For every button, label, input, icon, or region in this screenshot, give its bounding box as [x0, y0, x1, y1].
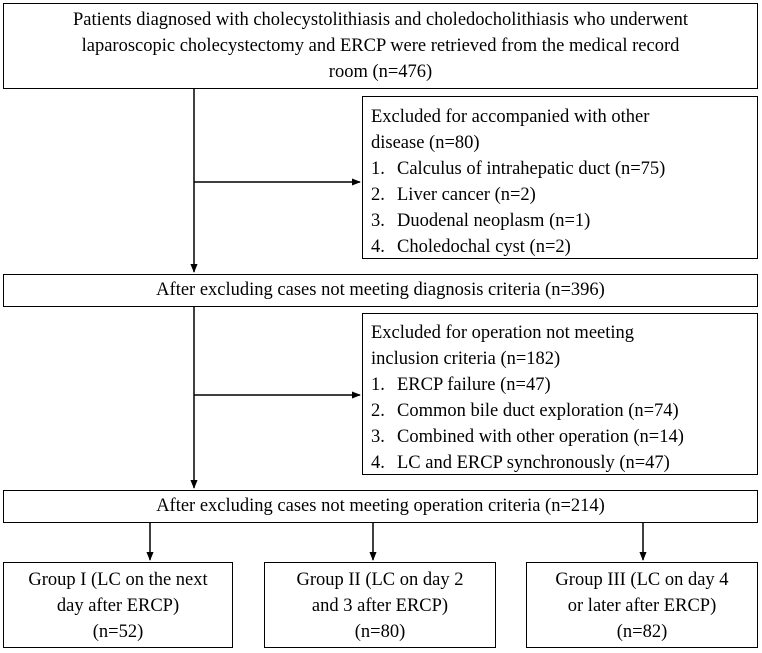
diagnosis-criteria-text: After excluding cases not meeting diagno…	[156, 280, 605, 300]
operation-criteria-box: After excluding cases not meeting operat…	[3, 490, 758, 523]
exclusion-1-item: 2. Liver cancer (n=2)	[371, 185, 536, 205]
exclusion-2-item: 2. Common bile duct exploration (n=74)	[371, 401, 679, 421]
initial-line-3: room (n=476)	[328, 62, 433, 82]
group-1-box: Group I (LC on the next day after ERCP) …	[3, 562, 233, 648]
exclusion-1-heading-2: disease (n=80)	[371, 133, 480, 153]
exclusion-1-item: 3. Duodenal neoplasm (n=1)	[371, 211, 591, 231]
operation-exclusion-box: Excluded for operation not meeting inclu…	[362, 313, 758, 475]
exclusion-1-item: 1. Calculus of intrahepatic duct (n=75)	[371, 159, 666, 179]
exclusion-2-item: 3. Combined with other operation (n=14)	[371, 427, 684, 447]
initial-line-1: Patients diagnosed with cholecystolithia…	[72, 10, 689, 30]
exclusion-2-item: 4. LC and ERCP synchronously (n=47)	[371, 453, 670, 473]
diagnosis-criteria-box: After excluding cases not meeting diagno…	[3, 274, 758, 307]
exclusion-2-item: 1. ERCP failure (n=47)	[371, 375, 551, 395]
initial-patients-box: Patients diagnosed with cholecystolithia…	[3, 3, 758, 89]
group-2-box: Group II (LC on day 2 and 3 after ERCP) …	[264, 562, 496, 648]
operation-criteria-text: After excluding cases not meeting operat…	[156, 496, 605, 516]
disease-exclusion-box: Excluded for accompanied with other dise…	[362, 96, 758, 259]
initial-line-2: laparoscopic cholecystectomy and ERCP we…	[81, 36, 680, 56]
group-3-box: Group III (LC on day 4 or later after ER…	[526, 562, 758, 648]
exclusion-2-heading-1: Excluded for operation not meeting	[371, 323, 635, 343]
exclusion-1-item: 4. Choledochal cyst (n=2)	[371, 237, 571, 257]
exclusion-2-heading-2: inclusion criteria (n=182)	[371, 349, 561, 369]
exclusion-1-heading-1: Excluded for accompanied with other	[371, 107, 650, 127]
